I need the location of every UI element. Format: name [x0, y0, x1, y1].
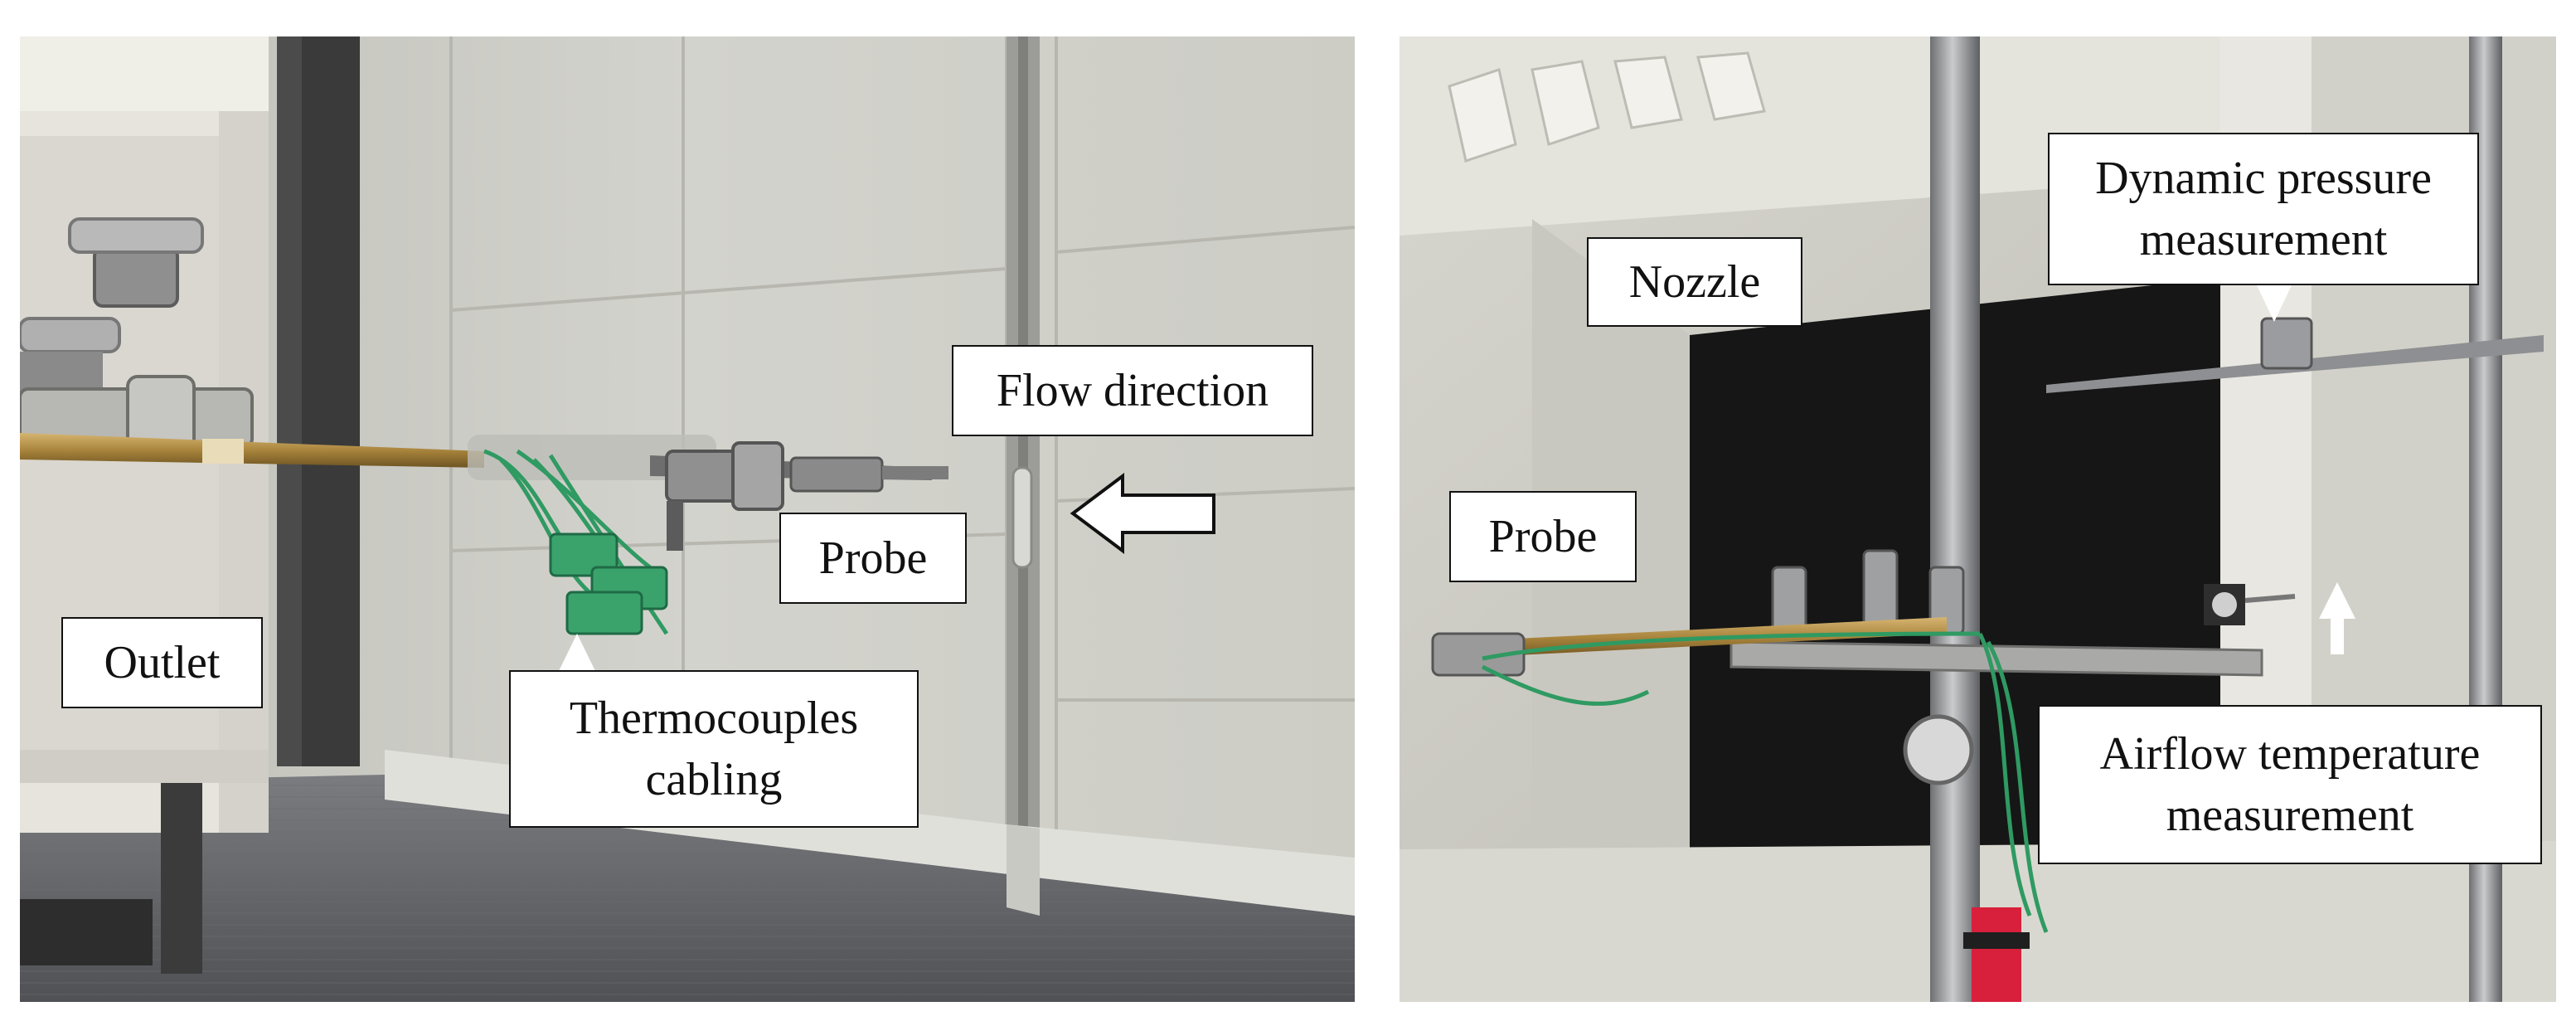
flow-direction-label: Flow direction	[952, 345, 1313, 436]
left-photo	[20, 36, 1355, 1002]
probe-assembly	[468, 435, 948, 551]
flow-direction-arrow	[1070, 473, 1215, 554]
support-rod	[20, 433, 484, 468]
dynamic-pressure-pointer-arrow	[2257, 256, 2292, 322]
left-photo-panel: Outlet Flow direction Probe Thermocouple…	[20, 36, 1355, 1002]
probe-label-right: Probe	[1449, 491, 1637, 582]
dynamic-pressure-measurement-label: Dynamic pressure measurement	[2048, 133, 2479, 285]
dark-column	[302, 36, 360, 766]
thermocouples-cabling-label: Thermocouples cabling	[509, 670, 919, 828]
probe-label-left: Probe	[779, 513, 967, 604]
nozzle-label: Nozzle	[1587, 237, 1802, 327]
green-cables	[1481, 631, 2049, 933]
support-pole	[1930, 36, 1980, 1002]
right-photo-panel: Nozzle Probe Dynamic pressure measuremen…	[1400, 36, 2556, 1002]
outlet-label: Outlet	[61, 617, 263, 708]
airflow-temperature-pointer-arrow	[2319, 582, 2355, 654]
airflow-temperature-measurement-label: Airflow temperature measurement	[2038, 705, 2542, 864]
